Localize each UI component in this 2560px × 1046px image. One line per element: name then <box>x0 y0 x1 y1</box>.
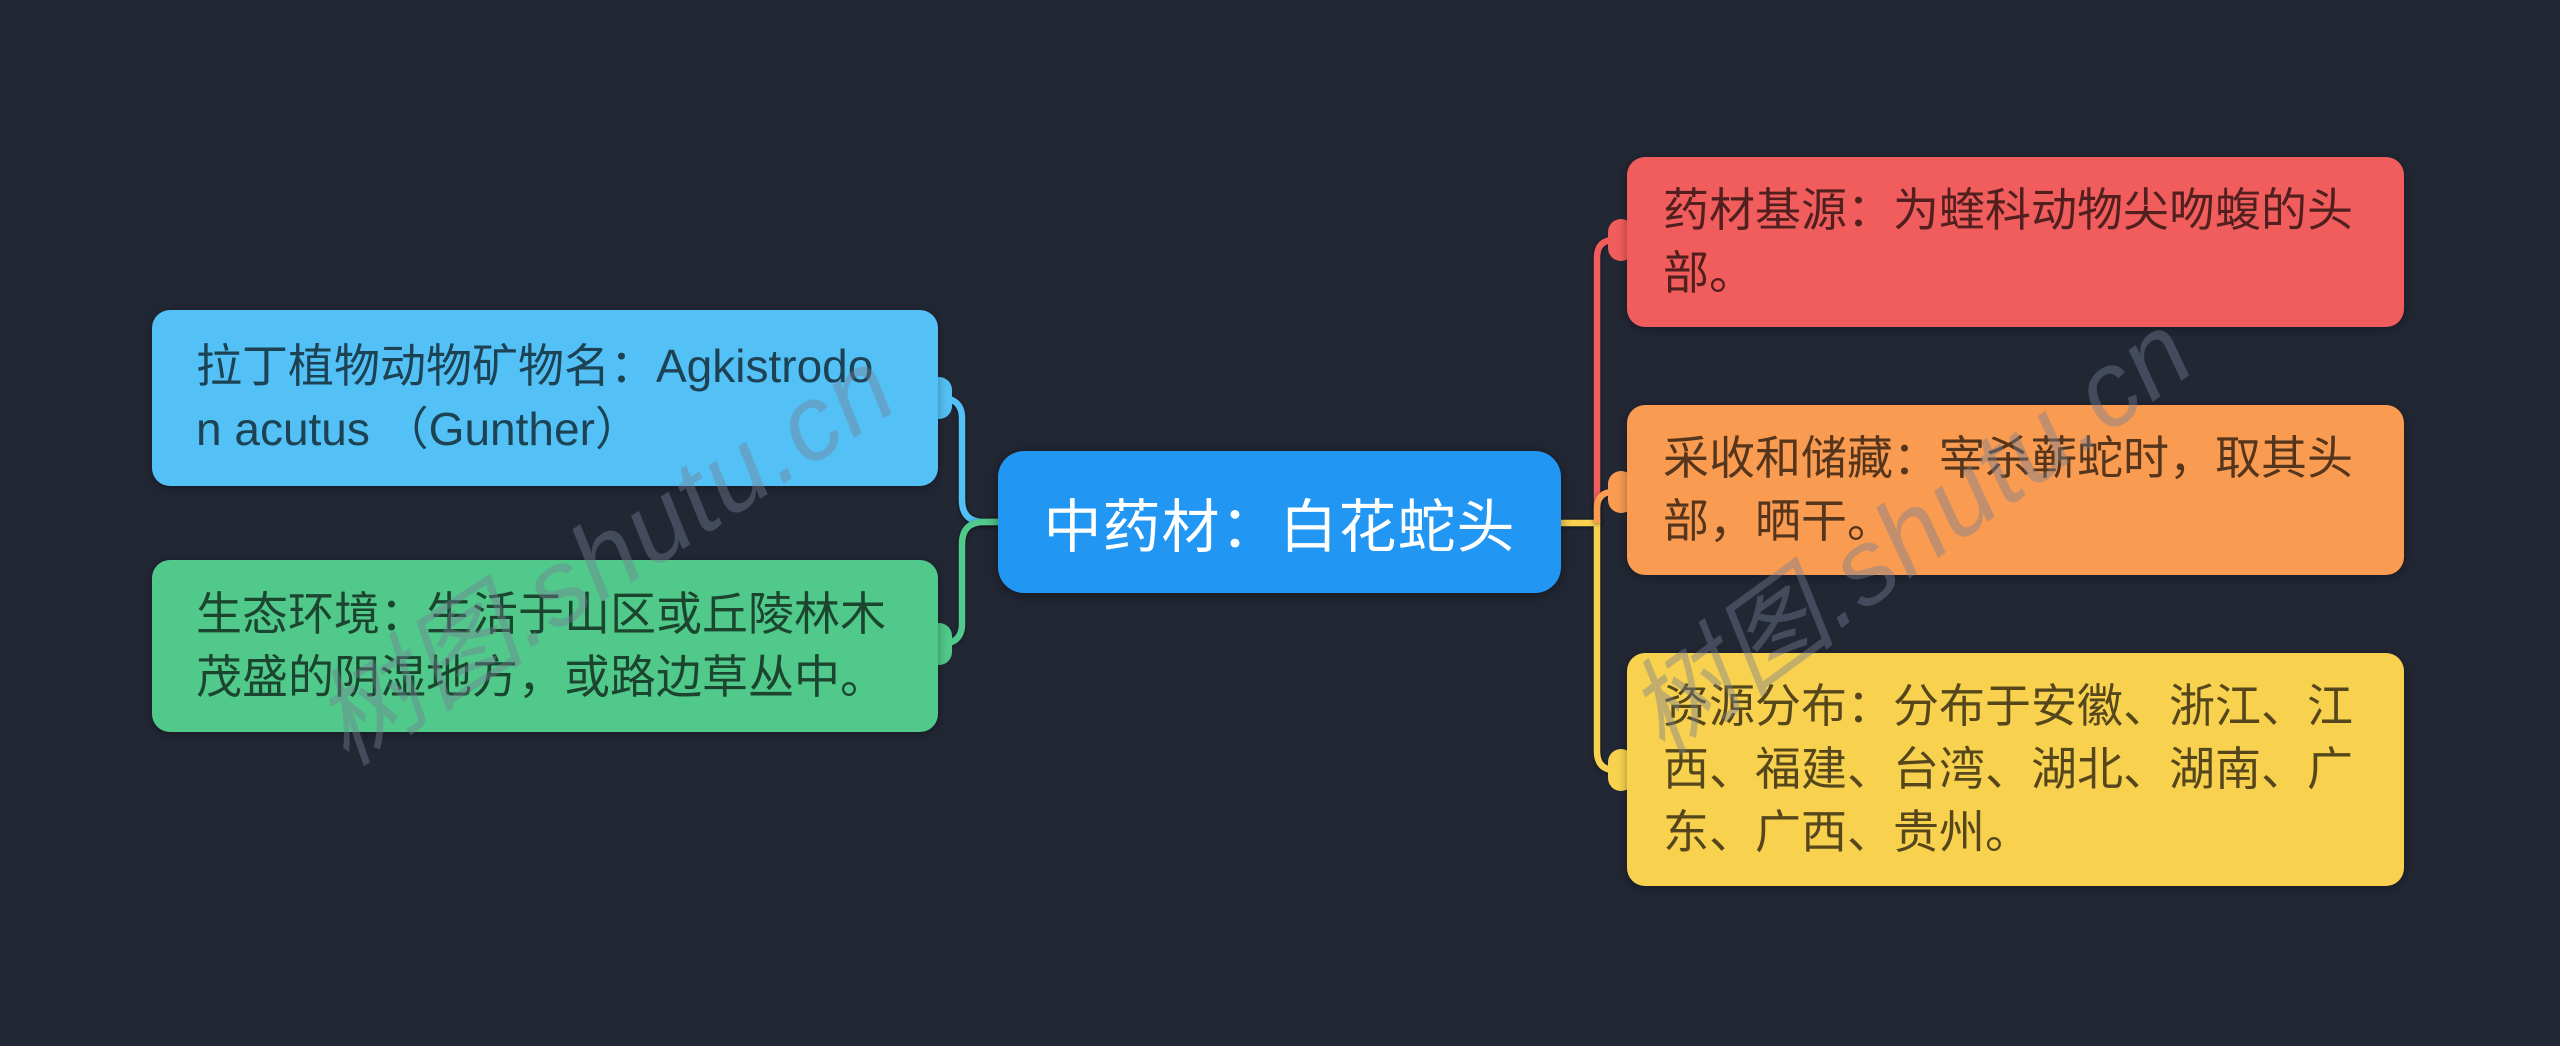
root-node-label: 中药材：白花蛇头 <box>1043 495 1516 560</box>
branch-label-harvest: 采收和储藏：宰杀蕲蛇时，取其头部，晒干。 <box>1663 432 2353 547</box>
branch-label-distribution: 资源分布：分布于安徽、浙江、江西、福建、台湾、湖北、湖南、广东、广西、贵州。 <box>1663 680 2353 858</box>
branch-label-latin-name: 拉丁植物动物矿物名：Agkistrodon acutus （Gunther） <box>196 340 874 455</box>
branch-node-ecology[interactable]: 生态环境：生活于山区或丘陵林木茂盛的阴湿地方，或路边草丛中。 <box>152 560 938 732</box>
root-node[interactable]: 中药材：白花蛇头 <box>998 451 1561 593</box>
branch-label-source: 药材基源：为蝰科动物尖吻蝮的头部。 <box>1663 184 2353 299</box>
branch-label-ecology: 生态环境：生活于山区或丘陵林木茂盛的阴湿地方，或路边草丛中。 <box>196 588 886 703</box>
branch-node-latin-name[interactable]: 拉丁植物动物矿物名：Agkistrodon acutus （Gunther） <box>152 310 938 486</box>
branch-node-distribution[interactable]: 资源分布：分布于安徽、浙江、江西、福建、台湾、湖北、湖南、广东、广西、贵州。 <box>1627 653 2404 886</box>
branch-node-harvest[interactable]: 采收和储藏：宰杀蕲蛇时，取其头部，晒干。 <box>1627 405 2404 575</box>
connector-distribution <box>1559 519 1625 774</box>
branch-node-source[interactable]: 药材基源：为蝰科动物尖吻蝮的头部。 <box>1627 157 2404 327</box>
